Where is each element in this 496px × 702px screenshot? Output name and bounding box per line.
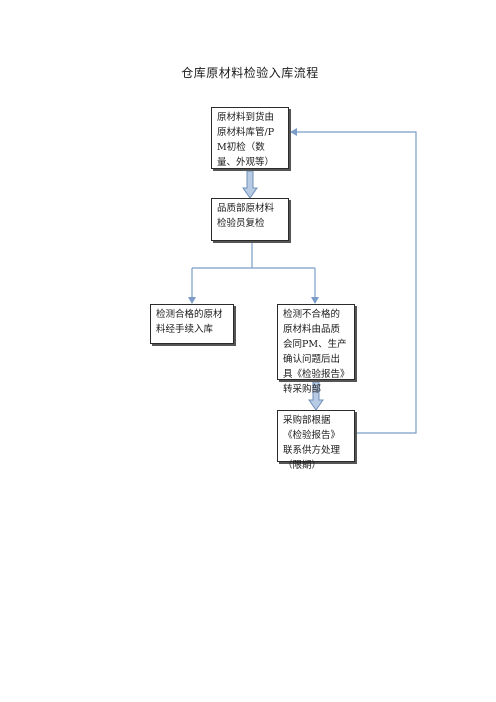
node-fail-report: 检测不合格的原材料由品质会同PM、生产确认问题后出具《检验报告》转采购部 bbox=[277, 304, 355, 395]
node-pass-storage: 检测合格的原材料经手续入库 bbox=[150, 304, 234, 344]
node-qa-recheck: 品质部原材料检验员复检 bbox=[211, 198, 289, 241]
node-purchase-handle: 采购部根据《检验报告》联系供方处理（限期） bbox=[277, 410, 355, 471]
block-arrow-receive-to-recheck bbox=[242, 170, 258, 199]
block-arrow-report-to-purchase bbox=[308, 381, 324, 411]
node-receive-initial-check: 原材料到货由原材料库管/PM初检（数量、外观等） bbox=[211, 107, 289, 169]
split-connector bbox=[188, 242, 319, 304]
page-title: 仓库原材料检验入库流程 bbox=[181, 66, 319, 80]
feedback-loop-connector bbox=[290, 128, 417, 434]
